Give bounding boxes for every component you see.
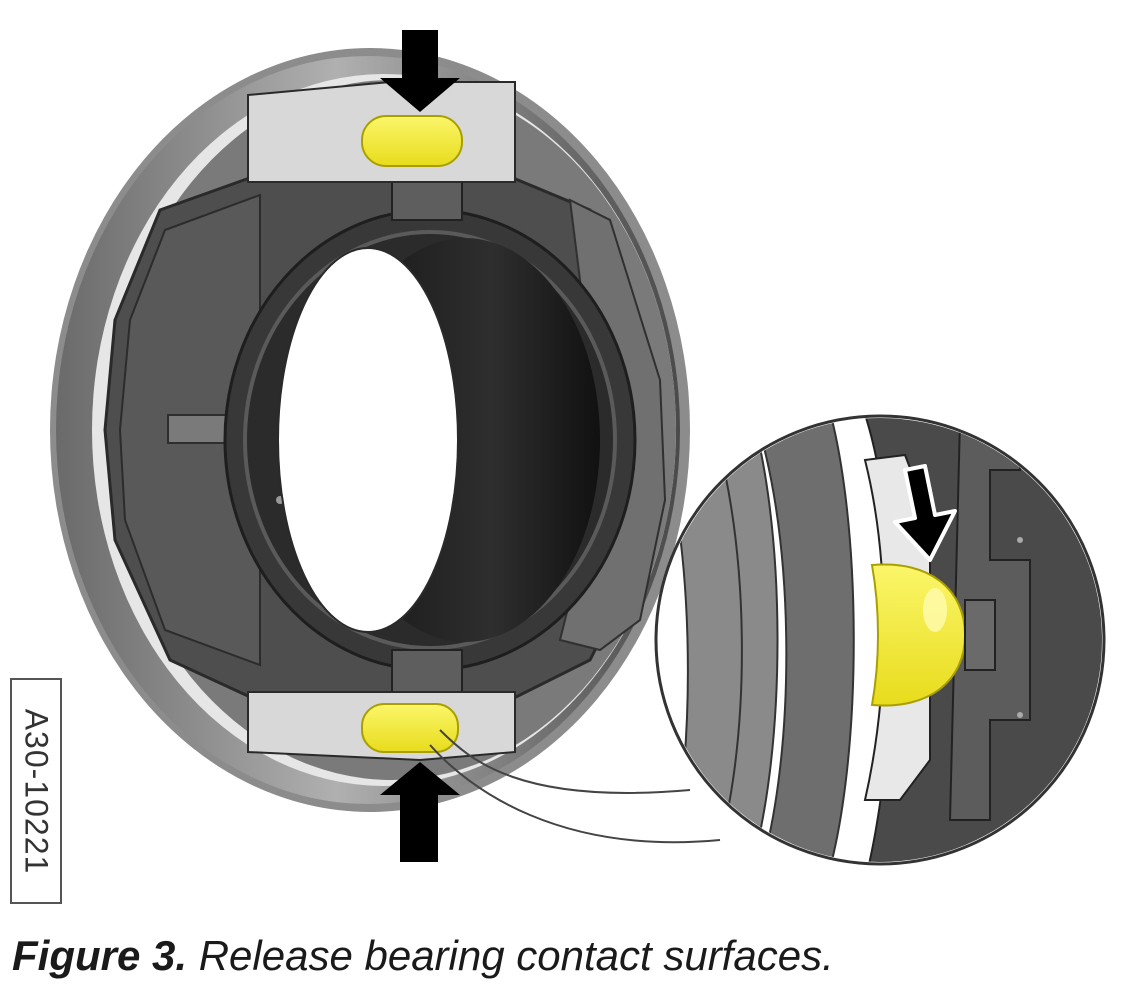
top-contact-plate — [247, 81, 516, 183]
bearing-housing — [103, 158, 667, 722]
caption-label: Figure 3. — [12, 932, 188, 979]
figure-caption: Figure 3. Release bearing contact surfac… — [12, 932, 834, 980]
part-code-text: A30-10221 — [18, 708, 55, 874]
down-arrow-icon — [380, 30, 460, 112]
bottom-contact-plate — [247, 691, 516, 762]
top-contact-surface — [361, 115, 463, 167]
zoom-arrow-icon — [893, 464, 957, 562]
up-arrow-icon — [380, 762, 460, 862]
zoom-detail — [654, 414, 1106, 866]
bottom-contact-surface — [361, 703, 459, 753]
caption-text: Release bearing contact surfaces. — [187, 932, 834, 979]
callout-leader — [429, 729, 721, 844]
part-code-label: A30-10221 — [10, 678, 62, 904]
